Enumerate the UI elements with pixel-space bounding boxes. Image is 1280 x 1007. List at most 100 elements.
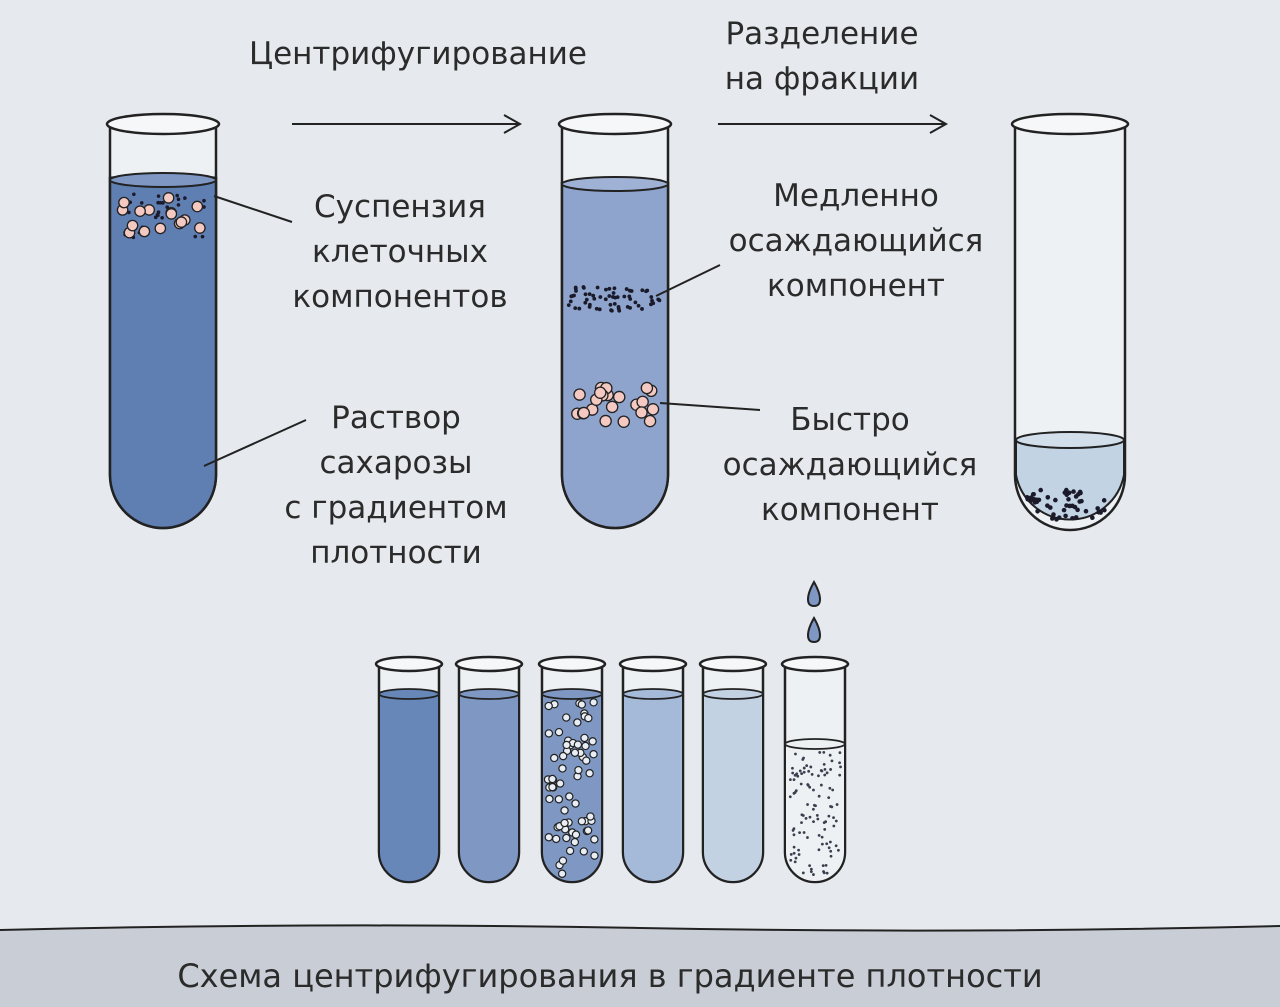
particle-dot [824, 863, 828, 867]
particle-dot [829, 768, 832, 771]
particle-dot [611, 291, 616, 295]
cell-circle [544, 701, 553, 711]
particle-dot [812, 873, 815, 876]
particle-dot [603, 297, 608, 302]
particle-dot [811, 807, 815, 811]
cell-circle [617, 415, 631, 428]
label-separation-line1: Разделение [725, 16, 918, 52]
particle-dot [821, 864, 825, 868]
particle-dot [1075, 507, 1080, 513]
label-fast-line3: компонент [761, 492, 939, 528]
cell-circle [571, 830, 581, 839]
cell-circle [571, 799, 580, 808]
cell-circle [118, 196, 130, 209]
cell-circle [583, 826, 593, 835]
particle-dot [791, 771, 795, 775]
fraction-tube-2 [454, 655, 524, 884]
cell-circle [590, 851, 599, 860]
cell-circle [588, 737, 597, 746]
leader-fast [659, 402, 761, 411]
particle-dot [1064, 487, 1069, 493]
cell-circle [165, 208, 178, 220]
cell-circle [548, 782, 557, 792]
cell-circle [551, 834, 561, 844]
tube-initial-meniscus [109, 172, 217, 188]
leader-slow [655, 264, 721, 297]
particle-dot [812, 820, 815, 824]
cell-circle [558, 751, 568, 761]
particle-dot [834, 844, 838, 848]
particle-dot [202, 198, 206, 203]
label-sucrose-line3: с градиентом [284, 490, 507, 526]
fraction-tube-1 [374, 655, 444, 884]
particle-dot [156, 194, 161, 198]
particle-dot [838, 761, 841, 765]
tube-centrifuged [557, 112, 673, 530]
drop-upper [807, 579, 821, 608]
label-suspension-line2: клеточных [312, 234, 488, 270]
cell-circle [126, 219, 139, 232]
particle-dot [830, 805, 834, 809]
particle-dot [806, 783, 810, 787]
particle-dot [792, 851, 796, 855]
particle-dot [1024, 495, 1030, 500]
particle-dot [791, 766, 794, 770]
particle-dot [161, 201, 165, 205]
particle-dot [577, 306, 582, 311]
particle-dot [1030, 492, 1036, 497]
particle-dot [829, 854, 833, 858]
particle-dot [617, 308, 622, 313]
particle-dot [808, 864, 812, 868]
particle-dot [827, 796, 831, 800]
cell-circle [544, 833, 554, 842]
particle-dot [809, 765, 813, 769]
fraction-tube-meniscus [458, 688, 520, 700]
cell-circle [589, 750, 598, 759]
fraction-tube-rim [618, 655, 688, 673]
fast-sediment-band [571, 381, 660, 428]
particle-dot [175, 193, 179, 198]
particle-dot [819, 783, 823, 787]
particle-dot [828, 786, 832, 790]
particle-dot [794, 856, 798, 860]
particle-dot [792, 833, 796, 837]
pellet-particles [1024, 487, 1107, 522]
cell-circle [643, 414, 657, 428]
particle-dot [1098, 510, 1103, 515]
cell-circle [573, 740, 583, 749]
fraction-tube-meniscus [702, 688, 764, 700]
particle-dot [788, 795, 792, 799]
particle-dot [613, 295, 618, 300]
cell-circle [555, 779, 565, 788]
particle-dot [1054, 517, 1059, 522]
particle-dot [793, 773, 797, 777]
cell-circle [574, 765, 583, 775]
particle-dot [802, 770, 806, 774]
particle-dot [629, 289, 634, 293]
particle-dot [798, 831, 801, 835]
fraction-tube-liquid [622, 693, 684, 883]
particle-dot [817, 834, 821, 837]
particle-dot [604, 287, 608, 292]
cell-circle [636, 395, 649, 409]
particle-dot [817, 848, 821, 852]
label-sucrose-line2: сахарозы [320, 445, 473, 481]
cell-circle [544, 729, 554, 738]
particle-dot [802, 766, 806, 770]
particle-dot [193, 234, 198, 239]
fraction-tube-3 [537, 655, 607, 884]
particle-dot [812, 788, 815, 792]
cell-circle [557, 869, 567, 878]
particle-dot [587, 292, 592, 297]
cell-circle [558, 764, 567, 773]
particle-dot [800, 813, 804, 817]
label-fast-line1: Быстро [790, 402, 910, 438]
particle-dot [1061, 507, 1067, 513]
leader-suspension [213, 195, 293, 223]
cell-circle [612, 390, 626, 404]
particle-dot [789, 858, 793, 862]
particle-dot [591, 293, 596, 298]
cell-circle [579, 847, 589, 856]
cell-circle [640, 381, 654, 395]
